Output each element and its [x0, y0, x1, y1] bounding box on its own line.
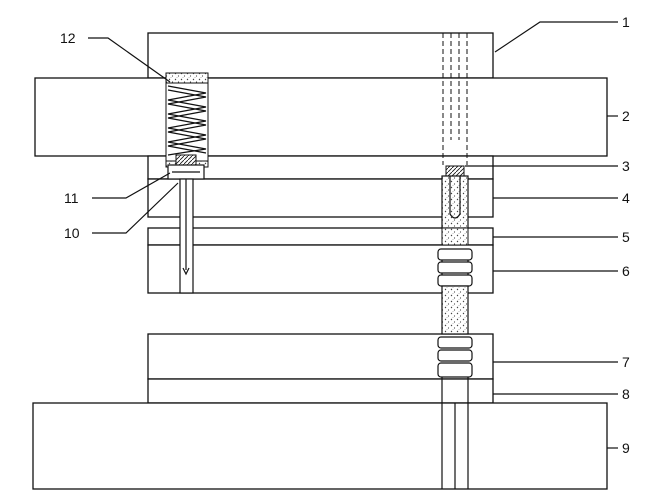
label-12: 12: [60, 30, 76, 46]
plate-7: [147, 333, 494, 380]
plate-5: [147, 227, 494, 246]
plate-4: [147, 178, 494, 218]
label-9: 9: [622, 440, 630, 456]
label-8: 8: [622, 386, 630, 402]
bolt-assembly: [167, 154, 205, 294]
spring-assembly: [165, 72, 209, 168]
punch-body: [441, 175, 469, 246]
punch-head: [445, 165, 465, 177]
plate-9: [32, 402, 608, 490]
label-5: 5: [622, 229, 630, 245]
die-channel: [441, 377, 469, 489]
label-1: 1: [622, 14, 630, 30]
label-4: 4: [622, 190, 630, 206]
punch-channel: [442, 33, 468, 165]
plate-8: [147, 378, 494, 404]
leader-lines: [88, 21, 618, 449]
label-3: 3: [622, 158, 630, 174]
label-10: 10: [64, 225, 80, 241]
plate-2: [34, 77, 608, 157]
lower-bushing: [437, 336, 473, 378]
upper-bushing: [437, 248, 473, 287]
label-7: 7: [622, 354, 630, 370]
workpiece: [441, 285, 469, 335]
label-11: 11: [64, 190, 79, 206]
label-6: 6: [622, 263, 630, 279]
plate-1: [147, 32, 494, 79]
plate-6: [147, 244, 494, 294]
label-2: 2: [622, 108, 630, 124]
